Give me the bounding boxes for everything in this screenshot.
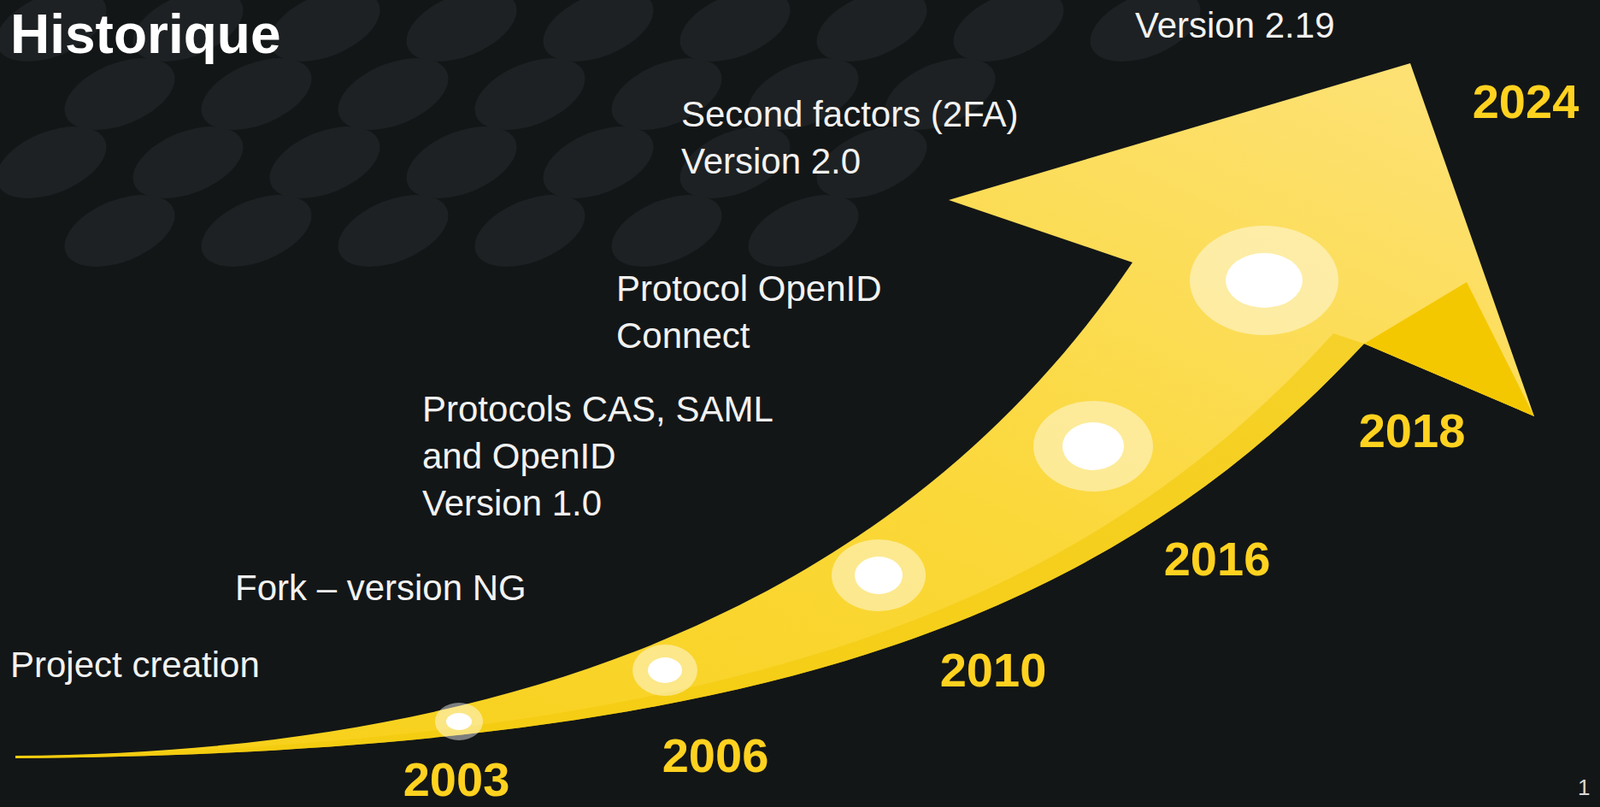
year-label: 2018 <box>1358 405 1466 457</box>
background-blob <box>327 180 459 282</box>
milestone-dot <box>647 657 683 683</box>
background-blob <box>600 180 732 282</box>
milestone-label: Fork – version NG <box>235 564 527 612</box>
background-blob <box>190 180 322 282</box>
milestone-label: Protocols CAS, SAML and OpenID Version 1… <box>422 385 774 527</box>
year-label: 2006 <box>662 729 770 782</box>
page-number: 1 <box>1577 774 1590 800</box>
year-label: 2010 <box>940 644 1048 696</box>
year-label: 2024 <box>1472 76 1580 128</box>
arrow-shade <box>1364 282 1535 417</box>
slide-title: Historique <box>10 3 281 65</box>
milestone-label: Version 2.19 <box>1135 1 1336 49</box>
milestone-halo <box>632 644 698 696</box>
year-label: 2003 <box>403 753 511 806</box>
milestone-dot <box>1062 422 1124 471</box>
year-label: 2016 <box>1164 533 1271 585</box>
background-blob <box>737 180 869 282</box>
milestone-dot <box>854 556 903 595</box>
milestone-label: Protocol OpenID Connect <box>616 264 883 359</box>
background-blob <box>53 180 185 282</box>
milestone-label: Project creation <box>10 641 260 689</box>
arrow-shade <box>15 333 1365 759</box>
milestone-halo <box>831 539 926 612</box>
milestone-halo <box>435 702 483 741</box>
milestone-dot <box>1225 252 1303 308</box>
milestone-label: Second factors (2FA) Version 2.0 <box>681 90 1019 185</box>
background-pattern <box>0 0 1212 282</box>
background-blob <box>464 180 595 282</box>
milestone-halo <box>1033 400 1153 492</box>
background-blob <box>0 111 118 213</box>
milestone-dot <box>446 712 472 730</box>
milestone-halo <box>1189 225 1339 336</box>
